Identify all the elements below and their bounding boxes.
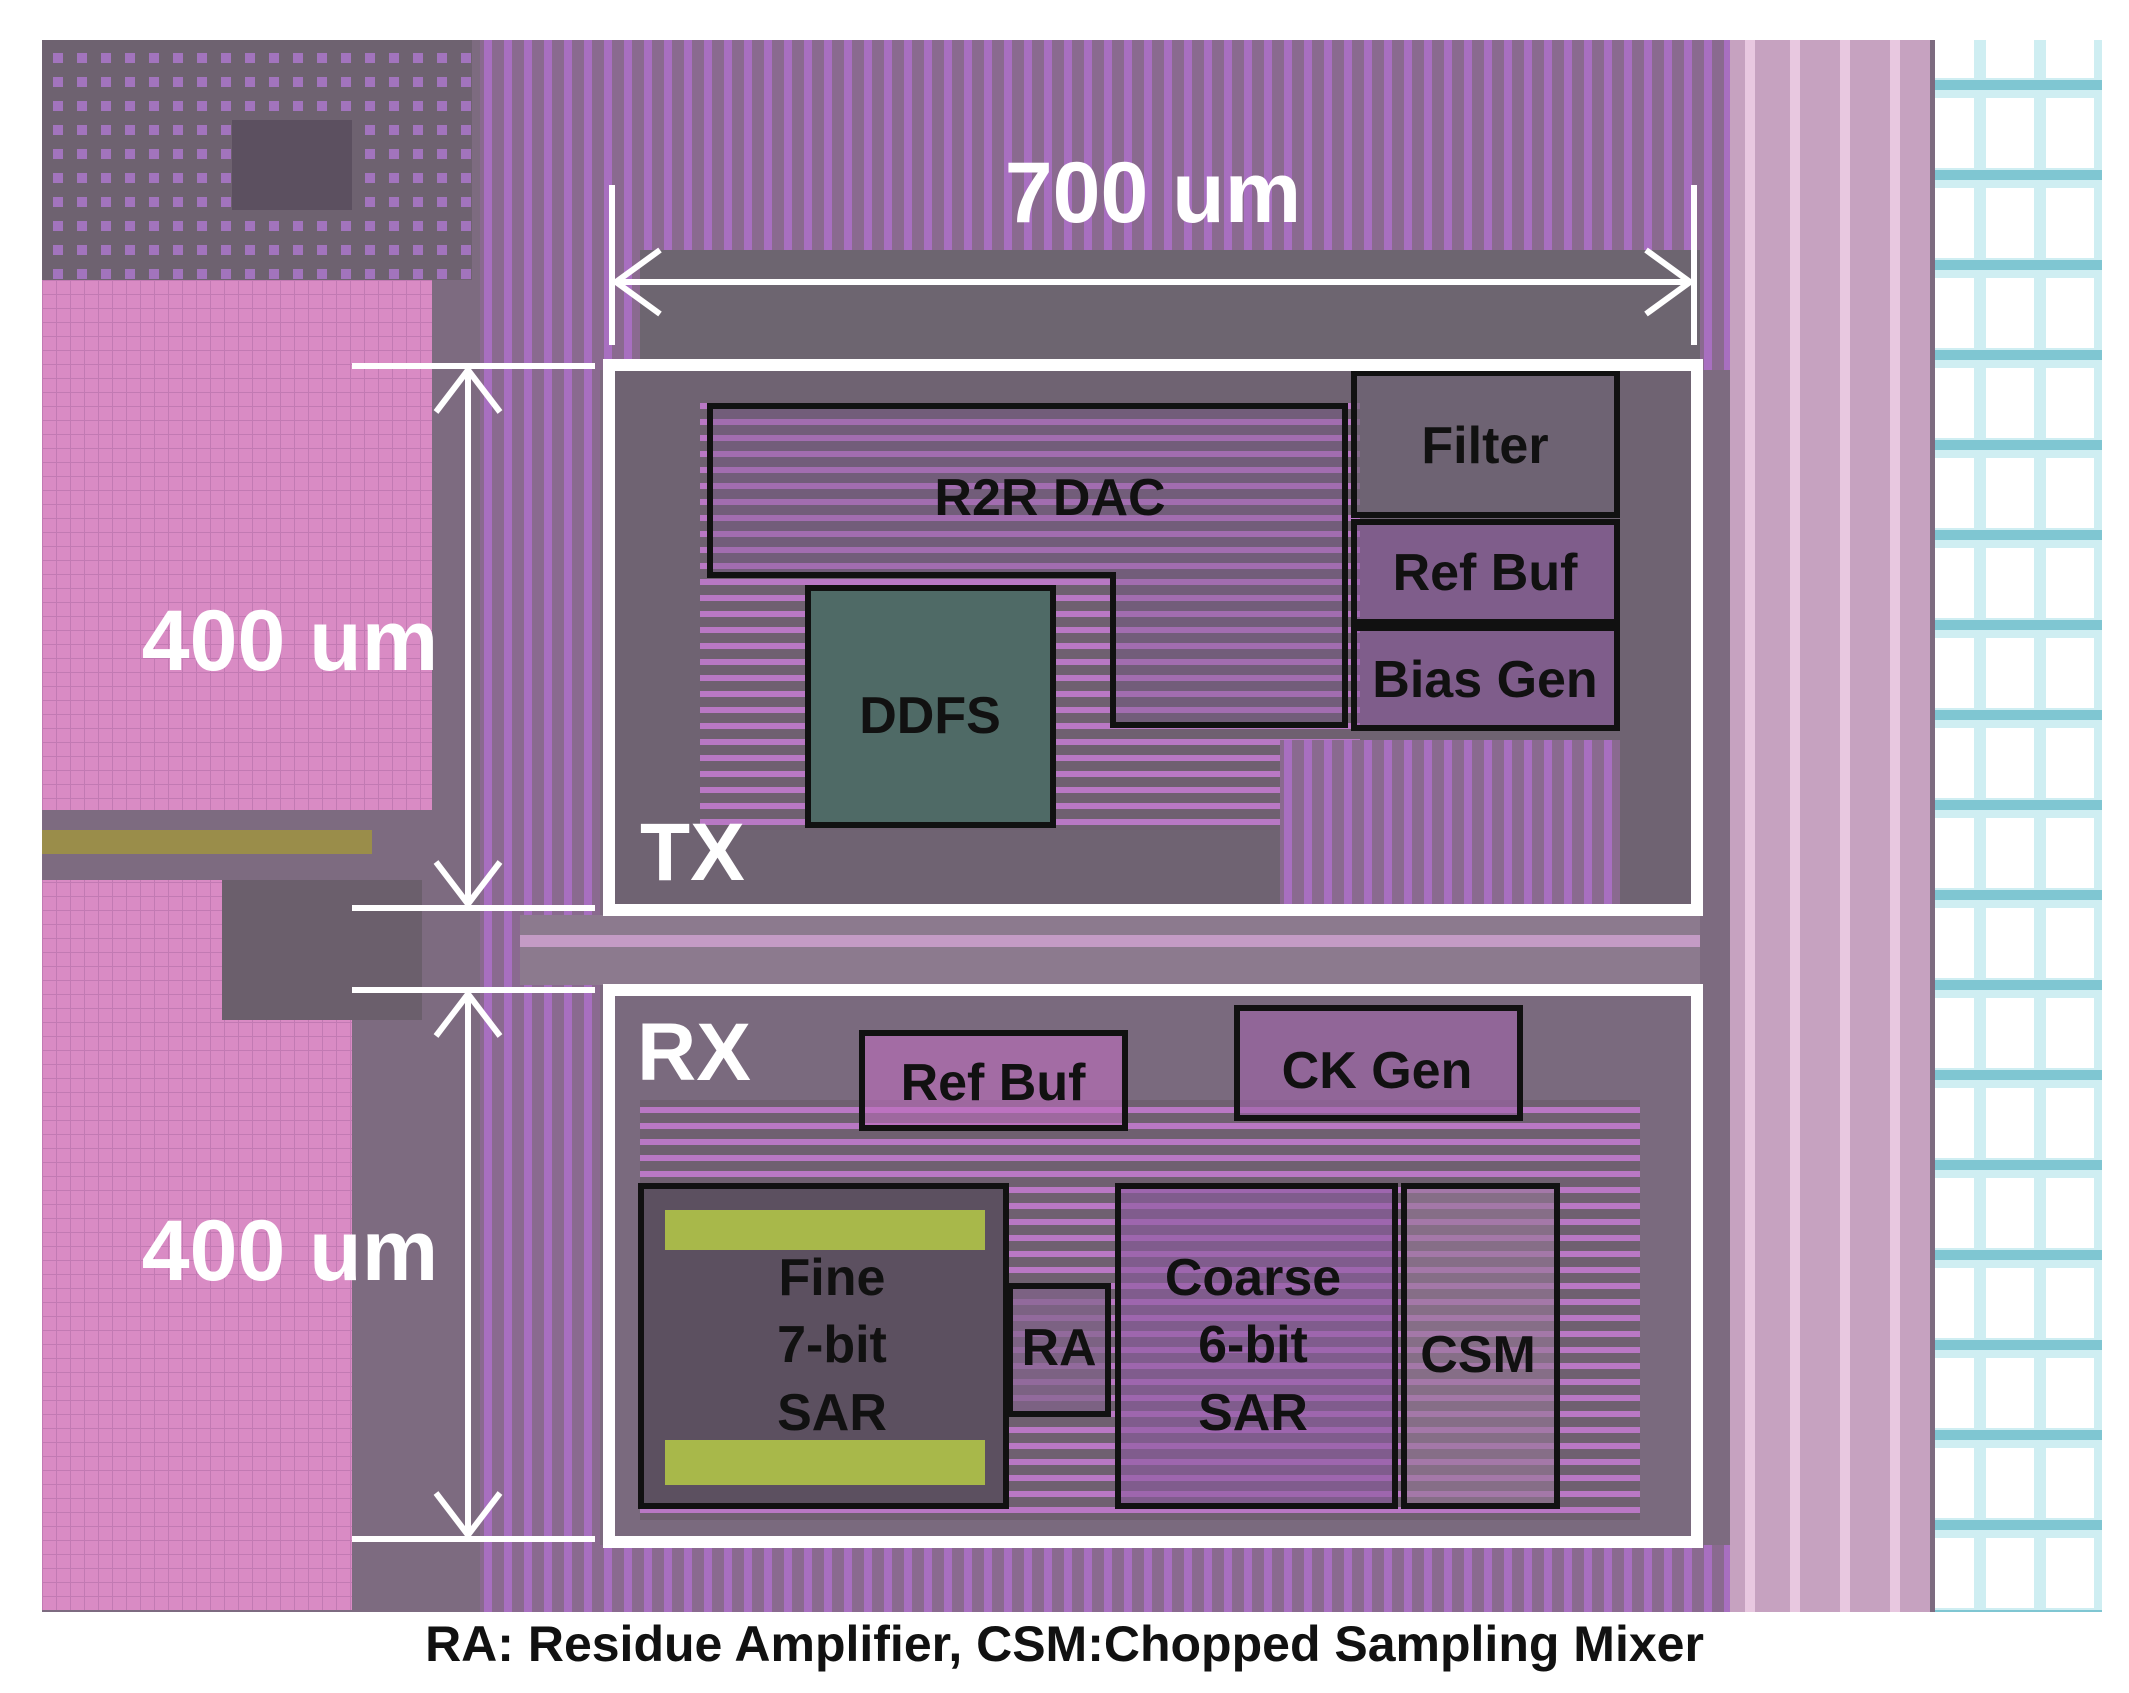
ck-gen-outline (1234, 1005, 1523, 1121)
bottom-routing (480, 1545, 1730, 1612)
tx-label: TX (640, 807, 745, 898)
rx-label: RX (637, 1007, 751, 1098)
right-bus-lines-d (1890, 40, 1900, 1612)
tx-ref-buf-label: Ref Buf (1393, 544, 1579, 602)
rx-height-arrowhead-top (433, 989, 503, 1038)
bias-gen-outline (1351, 625, 1620, 731)
bias-gen-label: Bias Gen (1372, 651, 1597, 709)
coarse-sar-label-line1: Coarse (1165, 1249, 1341, 1307)
fine-sar-label-line1: Fine (779, 1249, 886, 1307)
filter-outline (1351, 370, 1620, 518)
rx-ref-buf-label: Ref Buf (901, 1054, 1087, 1112)
fine-sar-label-line3: SAR (777, 1384, 887, 1442)
pink-region-strip (222, 1020, 352, 1610)
tx-height-label: 400 um (142, 593, 438, 689)
fine-sar-cap-top (665, 1210, 985, 1250)
right-bus-lines-a (1745, 40, 1755, 1612)
ra-label: RA (1021, 1319, 1096, 1377)
tx-height-arrowhead-top (433, 365, 503, 414)
rx-height-arrowhead-bottom (433, 1491, 503, 1540)
ck-gen-label: CK Gen (1282, 1042, 1473, 1100)
tx-lower-routing (1280, 740, 1620, 910)
tx-section-box (603, 359, 1703, 916)
pink-region-lower (42, 880, 222, 1610)
csm-outline (1401, 1183, 1560, 1509)
mid-band (520, 915, 1700, 985)
coarse-sar-label-line2: 6-bit (1198, 1316, 1308, 1374)
coarse-sar-outline (1115, 1183, 1398, 1509)
tx-height-arrowhead-bottom (433, 860, 503, 909)
ddfs-label: DDFS (859, 687, 1001, 745)
width-arrowhead-right (1644, 247, 1696, 317)
dark-block-left (222, 880, 422, 1020)
pad-ring (1935, 40, 2102, 1612)
fine-sar-label-line2: 7-bit (777, 1316, 887, 1374)
filter-label: Filter (1421, 417, 1548, 475)
ddfs-outline (805, 585, 1056, 828)
olive-trace (42, 830, 372, 854)
rx-height-label: 400 um (142, 1203, 438, 1299)
right-bus-lines-c (1840, 40, 1850, 1612)
right-bus-lines-b (1790, 40, 1800, 1612)
coarse-sar-label-line3: SAR (1198, 1384, 1308, 1442)
width-label: 700 um (1005, 145, 1301, 241)
width-arrowhead-left (610, 247, 662, 317)
top-dark-channel (640, 250, 1700, 360)
tx-ref-buf-outline (1351, 519, 1620, 625)
figure-caption: RA: Residue Amplifier, CSM:Chopped Sampl… (425, 1616, 1704, 1672)
rx-ref-buf-outline (859, 1030, 1128, 1131)
ra-outline (1007, 1283, 1111, 1417)
mid-band-trace (520, 935, 1700, 947)
pink-region-upper (42, 280, 432, 810)
top-left-dark (232, 120, 352, 210)
csm-label: CSM (1420, 1326, 1536, 1384)
fine-sar-cap-bottom (665, 1440, 985, 1485)
rx-section-box (603, 984, 1703, 1548)
r2r-dac-outline (707, 403, 1348, 728)
r2r-dac-label: R2R DAC (934, 469, 1165, 527)
